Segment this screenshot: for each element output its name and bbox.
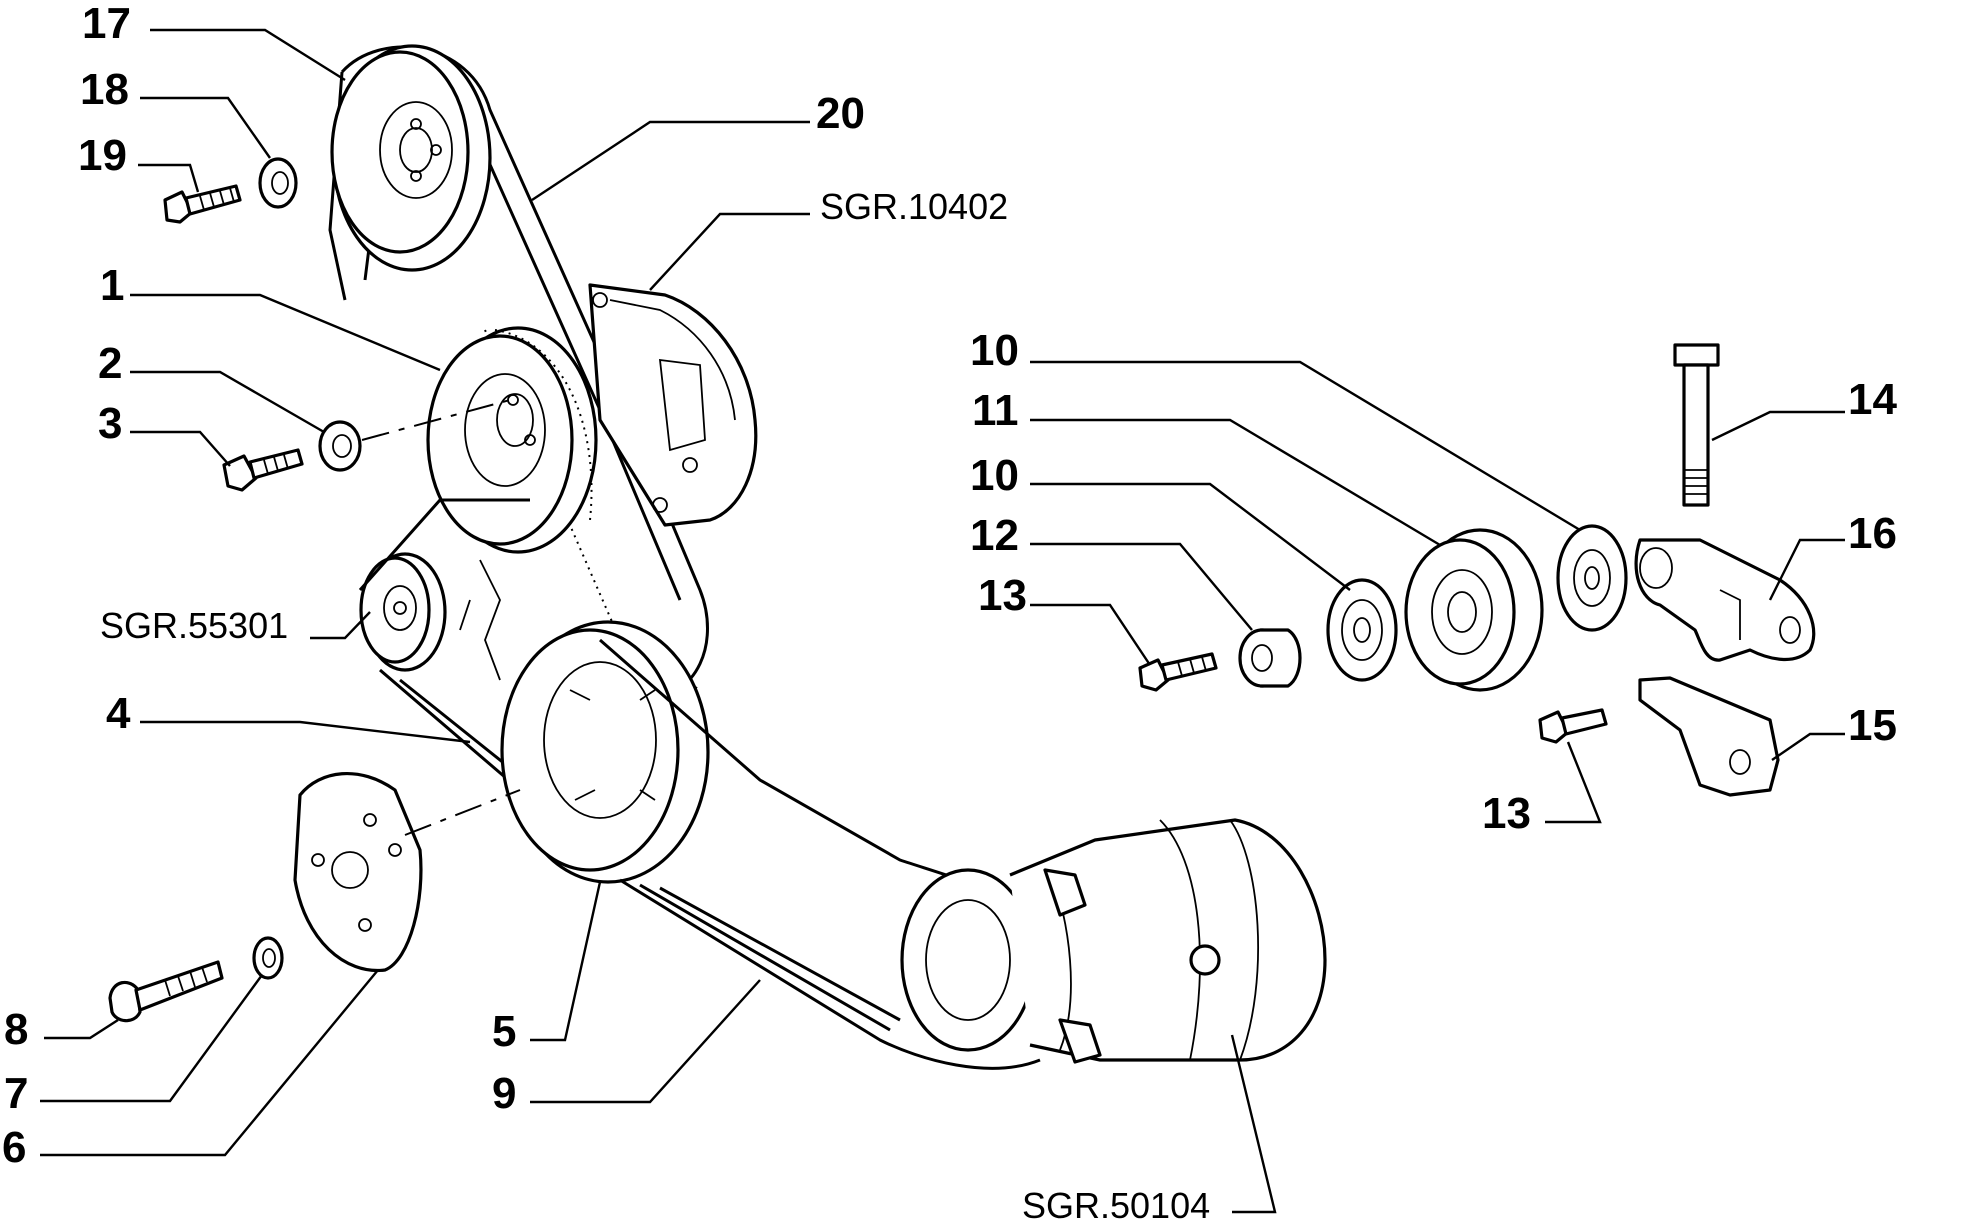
bolt-13-upper [1138,652,1218,692]
plate-6 [293,771,423,973]
bracket-16 [1634,538,1816,662]
callout-20: 20 [816,89,865,138]
callout-19: 19 [78,131,127,180]
bolt-8 [108,960,224,1023]
callout-2: 2 [98,339,122,388]
callout-18: 18 [80,65,129,114]
pulley-sgr55301 [359,552,447,672]
callout-5: 5 [492,1007,516,1056]
callout-sgr50104: SGR.50104 [1022,1185,1210,1220]
callout-7: 7 [4,1069,28,1118]
callout-10-upper: 10 [970,326,1019,375]
leader-lines [40,28,1845,1214]
compressor-sgr50104 [900,818,1327,1064]
callout-17: 17 [82,0,131,48]
roller-11 [1404,528,1544,692]
callout-15: 15 [1848,701,1897,750]
callout-10-lower: 10 [970,451,1019,500]
washer-7 [252,936,284,980]
callout-13-upper: 13 [978,571,1027,620]
washer-18 [258,157,298,209]
pulley-17 [330,44,492,272]
bushing-12 [1238,628,1302,688]
callout-sgr10402: SGR.10402 [820,186,1008,227]
bolt-13-lower [1538,708,1608,744]
bearing-10-left [1326,578,1398,682]
pulley-1 [426,326,598,554]
callout-sgr55301: SGR.55301 [100,605,288,646]
bolt-3 [222,448,304,492]
bolt-19 [163,184,242,224]
callout-13-lower: 13 [1482,789,1531,838]
callout-9: 9 [492,1069,516,1118]
callout-4: 4 [106,689,131,738]
axis-line-1 [361,399,511,441]
bearing-10-right [1556,524,1628,632]
callout-1: 1 [100,261,124,310]
bracket-15 [1638,676,1780,797]
callout-labels: 17 18 19 20 SGR.10402 1 2 3 SGR.55301 4 … [2,0,1897,1220]
callout-16: 16 [1848,509,1897,558]
axis-line-6 [404,789,521,836]
callout-6: 6 [2,1123,26,1172]
callout-11: 11 [972,386,1019,435]
callout-14: 14 [1848,375,1897,424]
alternator-sgr10402 [588,283,758,527]
pulley-5 [500,620,710,884]
callout-8: 8 [4,1005,28,1054]
callout-3: 3 [98,399,122,448]
washer-2 [318,420,362,472]
callout-12: 12 [970,511,1019,560]
bolt-14 [1673,343,1720,507]
